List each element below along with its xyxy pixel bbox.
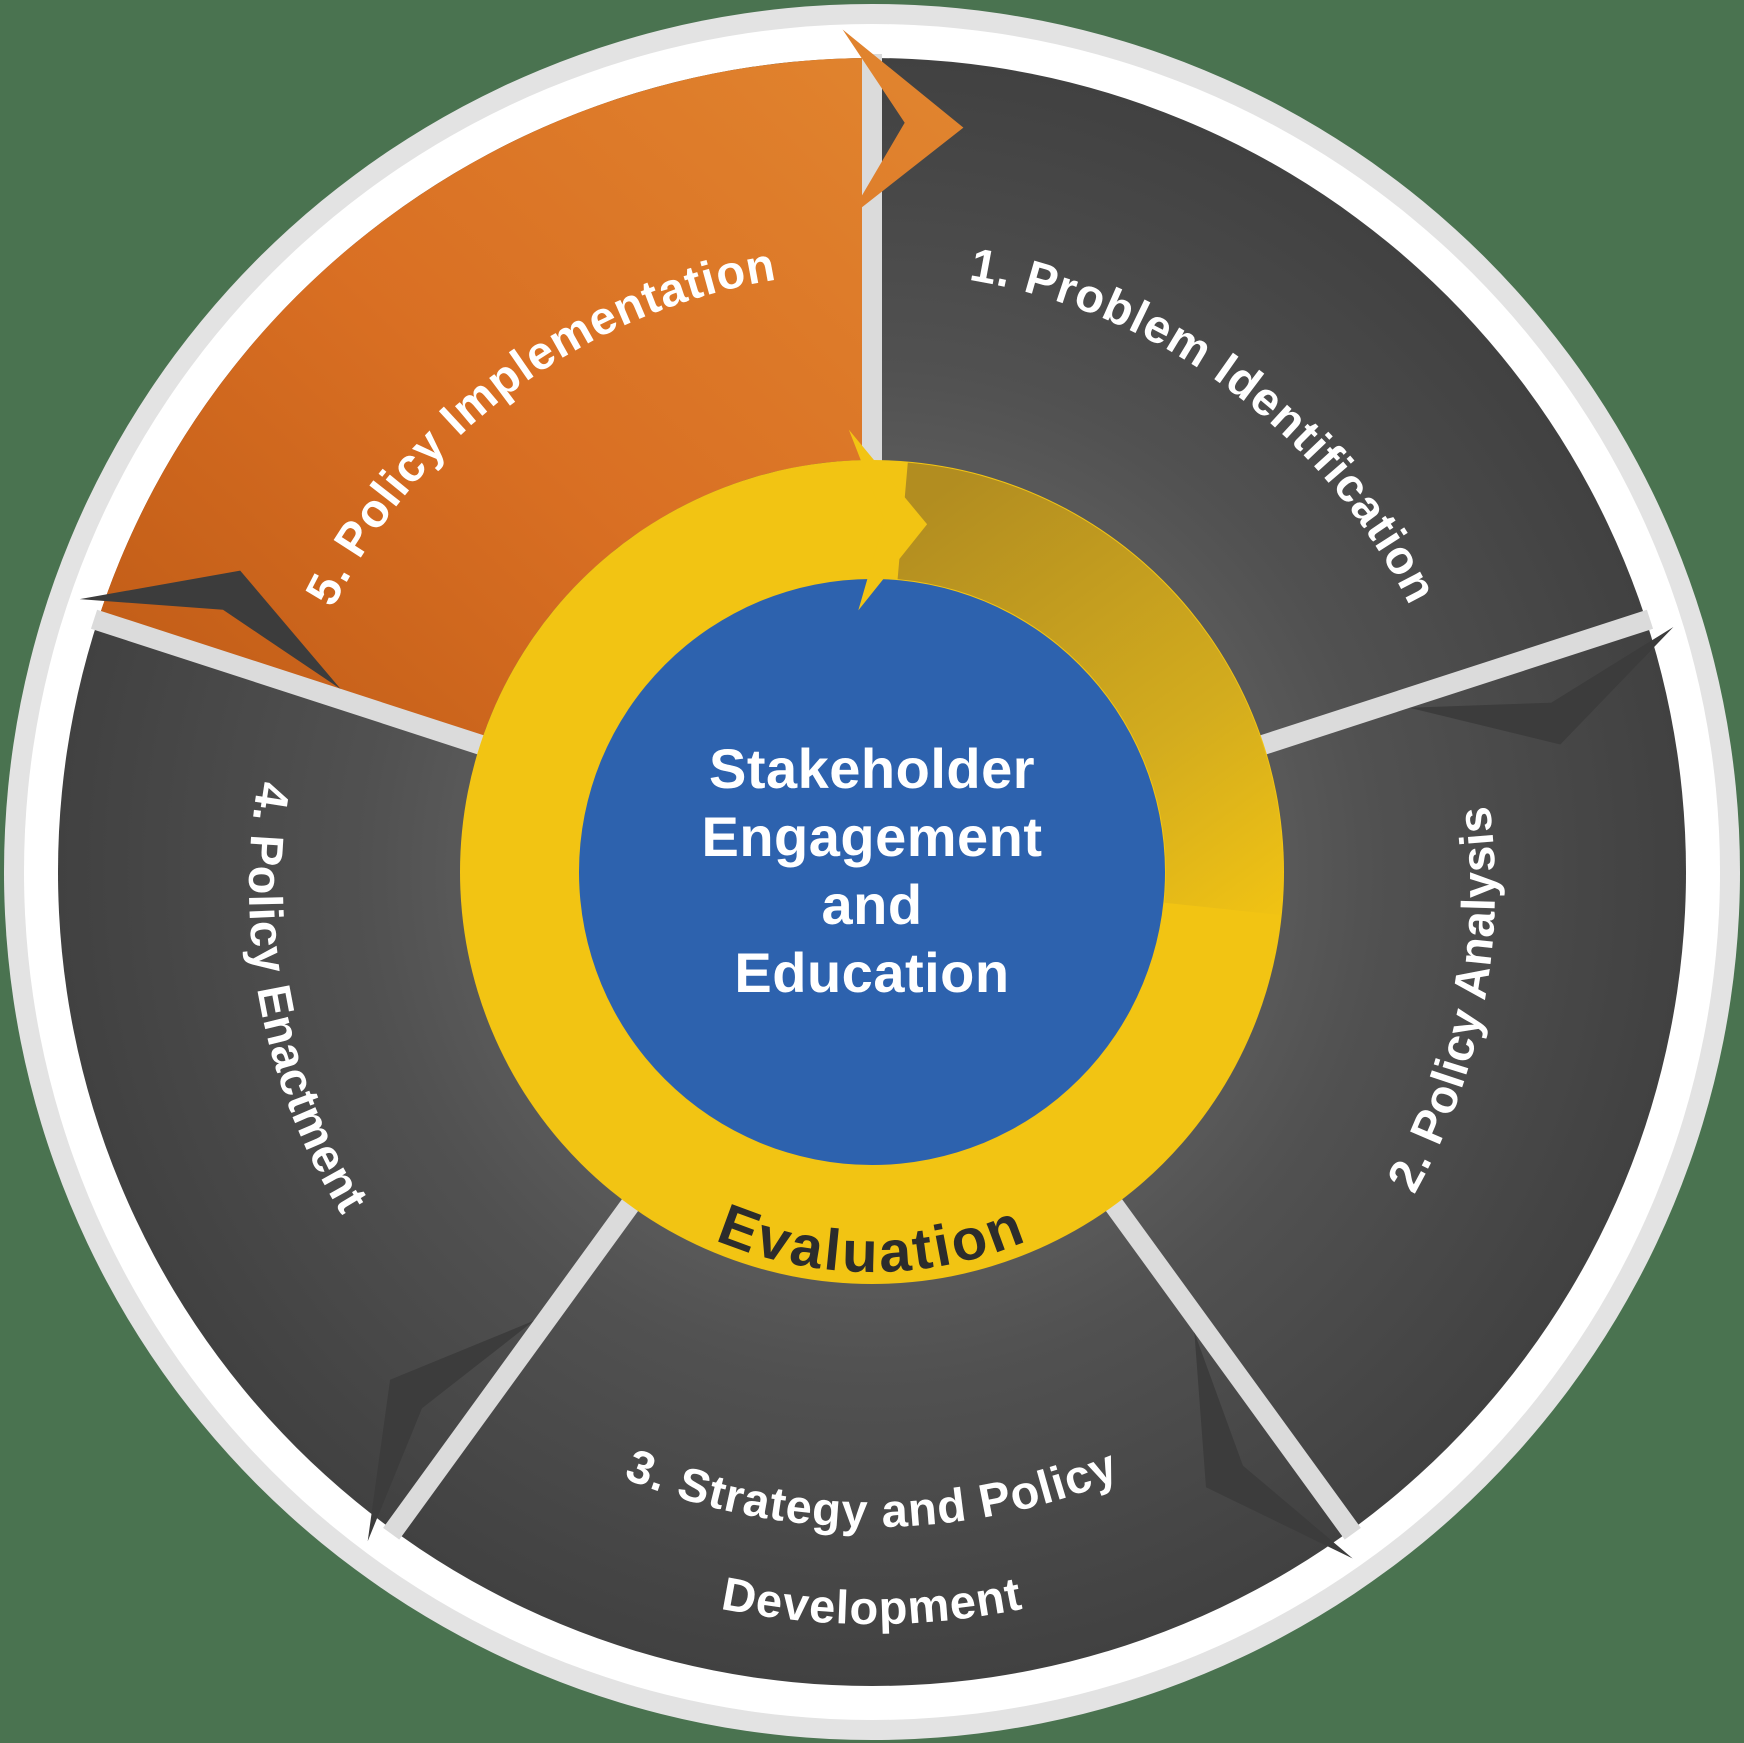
center-text-line-4: Education	[734, 941, 1009, 1004]
segment-2-arrowhead	[1194, 1332, 1353, 1559]
center-text-line-3: and	[821, 873, 922, 936]
segment-5-policy-implementation	[97, 57, 873, 745]
segment-5-arrowhead	[842, 29, 964, 218]
evaluation-arrowhead	[848, 429, 928, 611]
center-circle	[579, 579, 1165, 1165]
center-text-line-2: Engagement	[701, 805, 1042, 868]
segment-divider-1-2	[1258, 609, 1654, 755]
segment-divider-2-3	[1104, 1197, 1361, 1540]
center-text-line-1: Stakeholder	[709, 737, 1035, 800]
segment-divider-4-5	[90, 609, 486, 755]
segment-1-arrowhead	[1409, 627, 1674, 745]
segment-divider-3-4	[383, 1197, 640, 1540]
segment-divider-top	[862, 54, 882, 462]
segment-3-arrowhead	[367, 1320, 534, 1542]
segment-4-arrowhead	[79, 570, 341, 689]
evaluation-ring-shade	[897, 462, 1284, 915]
